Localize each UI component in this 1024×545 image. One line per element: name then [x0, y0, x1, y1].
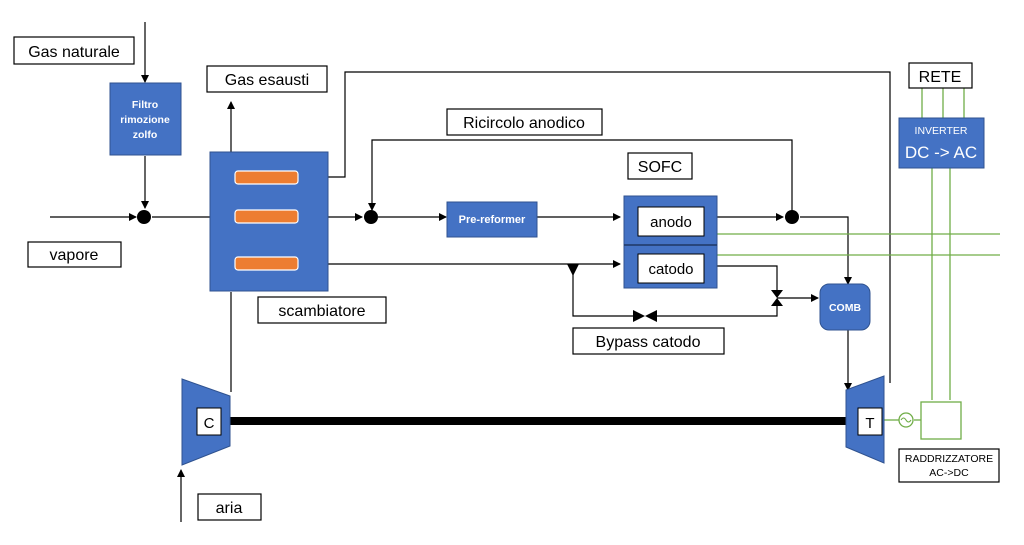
heat-element-middle [234, 209, 299, 224]
comb-block: COMB [819, 283, 871, 331]
ricircolo-label: Ricircolo anodico [463, 115, 585, 132]
filtro-label-3: zolfo [133, 129, 158, 141]
filtro-block: Filtro rimozione zolfo [109, 82, 182, 156]
rete-label-box: RETE [908, 62, 973, 89]
ricircolo-label-box: Ricircolo anodico [446, 108, 603, 136]
compressor-label: C [204, 415, 215, 432]
scambiatore-label-box: scambiatore [257, 296, 387, 324]
raddrizzatore-box [920, 401, 962, 440]
gas-naturale-label: Gas naturale [28, 44, 120, 61]
sofc-block: anodo catodo [623, 195, 718, 289]
junction-ricircolo-in [364, 210, 378, 224]
vapore-label-box: vapore [27, 241, 122, 268]
raddrizzatore-label-bottom: AC->DC [929, 467, 969, 479]
compressor-block: C [181, 378, 231, 466]
catodo-label: catodo [648, 261, 693, 278]
inverter-label-bottom: DC -> AC [905, 143, 977, 162]
turbine-label: T [865, 415, 874, 432]
heat-element-bottom [234, 256, 299, 271]
filtro-label-2: rimozione [120, 114, 170, 126]
raddrizzatore-label-box: RADDRIZZATORE AC->DC [898, 448, 1000, 483]
vapore-label: vapore [50, 247, 99, 264]
valve-catodo-inlet [567, 264, 579, 276]
sofc-label-box: SOFC [627, 152, 693, 180]
comb-label: COMB [829, 302, 861, 314]
electric-lines [717, 88, 1000, 421]
prereformer-block: Pre-reformer [446, 201, 538, 238]
inverter-block: INVERTER DC -> AC [898, 117, 985, 169]
prereformer-label: Pre-reformer [459, 214, 526, 226]
bypass-label-box: Bypass catodo [572, 327, 725, 355]
scambiatore-label: scambiatore [278, 303, 365, 320]
inverter-label-top: INVERTER [915, 125, 968, 137]
sofc-label: SOFC [638, 159, 682, 176]
turbine-block: T [845, 375, 885, 464]
gas-esausti-label-box: Gas esausti [206, 65, 328, 93]
junction-ricircolo-out [785, 210, 799, 224]
raddrizzatore-label-top: RADDRIZZATORE [905, 453, 993, 465]
valve-catodo-outlet [771, 290, 783, 306]
anodo-label: anodo [650, 214, 692, 231]
heat-element-top [234, 170, 299, 185]
junction-gas-vapore [137, 210, 151, 224]
scambiatore-block [209, 151, 329, 292]
rete-label: RETE [919, 69, 962, 86]
turbine-shaft [230, 417, 846, 425]
aria-label-box: aria [197, 493, 262, 521]
gas-naturale-label-box: Gas naturale [13, 36, 135, 65]
bypass-label: Bypass catodo [596, 334, 701, 351]
bypass-valve [633, 310, 657, 322]
gas-esausti-label: Gas esausti [225, 72, 309, 89]
filtro-label-1: Filtro [132, 99, 158, 111]
aria-label: aria [216, 500, 243, 517]
